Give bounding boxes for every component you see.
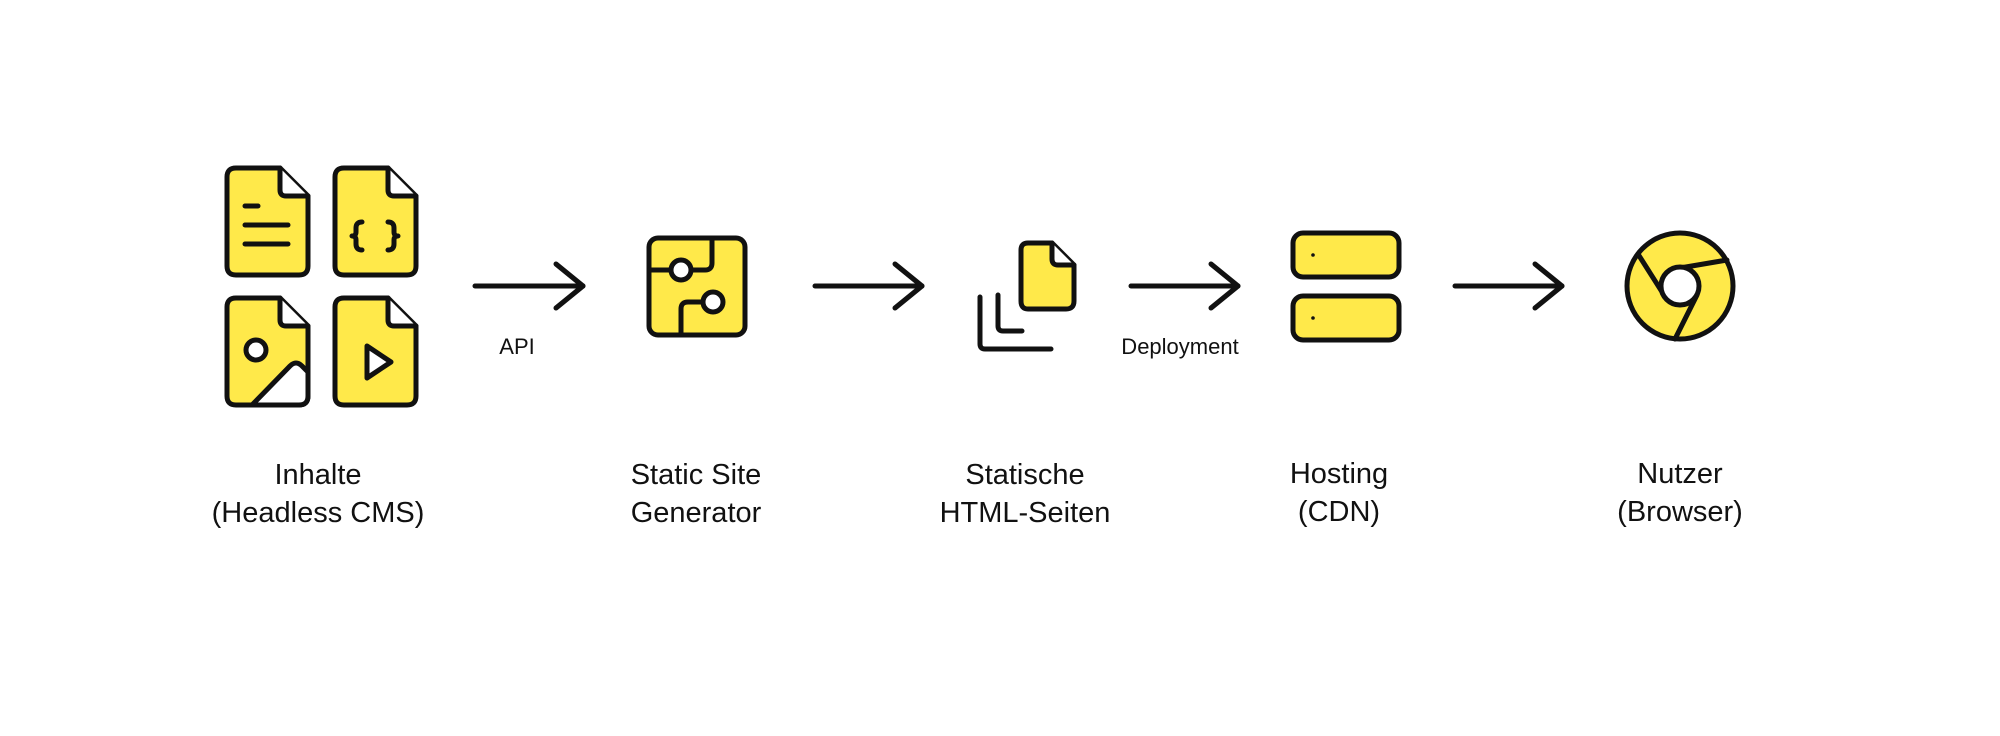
node-label-static-html-pages: Statische HTML-Seiten <box>940 456 1111 532</box>
node-label-line2: HTML-Seiten <box>939 497 1111 529</box>
node-label-line2: (Headless CMS) <box>211 497 425 529</box>
arrow-hosting-to-user <box>1452 261 1565 311</box>
node-label-line1: Nutzer <box>1637 458 1723 490</box>
node-label-line1: Hosting <box>1289 458 1389 490</box>
server-icon <box>1290 230 1402 343</box>
code-document-icon <box>332 165 419 278</box>
node-label-line2: (Browser) <box>1617 496 1743 528</box>
node-label-line1: Static Site <box>630 459 762 491</box>
node-label-line2: (CDN) <box>1297 496 1381 528</box>
node-label-user-browser: Nutzer (Browser) <box>1617 455 1743 531</box>
edge-label-api: API <box>499 334 535 359</box>
browser-icon <box>1624 230 1736 342</box>
edge-label-deployment: Deployment <box>1121 334 1239 359</box>
circuit-board-icon <box>646 235 748 338</box>
node-label-headless-cms: Inhalte (Headless CMS) <box>212 456 425 532</box>
node-label-static-site-generator: Static Site Generator <box>631 456 762 532</box>
node-label-line1: Statische <box>965 459 1085 491</box>
video-document-icon <box>332 295 419 408</box>
node-label-line1: Inhalte <box>274 459 362 491</box>
arrow-content-to-ssg <box>472 261 586 311</box>
node-label-hosting-cdn: Hosting (CDN) <box>1290 455 1388 531</box>
arrow-html-to-hosting <box>1128 261 1241 311</box>
text-document-icon <box>224 165 311 278</box>
arrow-ssg-to-html <box>812 261 925 311</box>
document-grid-icon <box>224 165 419 408</box>
node-label-line2: Generator <box>630 497 762 529</box>
image-document-icon <box>224 295 311 408</box>
stacked-pages-icon <box>977 240 1077 352</box>
